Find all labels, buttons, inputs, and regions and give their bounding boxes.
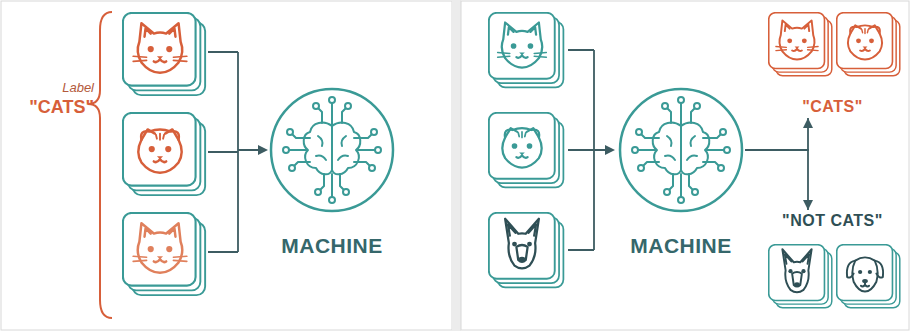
cat-icon [138, 129, 181, 172]
input-arrowhead [258, 145, 268, 155]
output-group: "NOT CATS" [760, 212, 905, 322]
image-tile [489, 113, 564, 188]
dog-icon [782, 249, 811, 292]
left-panel [1, 1, 452, 330]
machine-icon [617, 86, 745, 214]
output-group: "CATS" [760, 10, 905, 116]
image-tile [123, 113, 205, 195]
image-tile [489, 213, 564, 288]
cat-icon [502, 128, 541, 167]
image-tile [769, 13, 832, 76]
cat-icon [776, 21, 818, 60]
image-tile [837, 13, 900, 76]
output-arrow [745, 150, 813, 210]
right-panel [461, 1, 909, 330]
dog-icon [505, 219, 539, 269]
dog-icon [847, 257, 883, 291]
image-tile [769, 245, 832, 308]
label-caption: Label [10, 80, 94, 95]
image-tile [123, 213, 205, 295]
panel-divider [452, 0, 461, 331]
cat-icon [133, 223, 187, 273]
cat-icon [498, 23, 547, 68]
node-label: "NOT CATS" [782, 212, 883, 230]
input-wires [568, 50, 607, 250]
output-arrow [745, 118, 813, 150]
label-name: "CATS" [10, 97, 94, 118]
node-label: MACHINE [281, 234, 383, 258]
machine-node: MACHINE [268, 86, 396, 266]
label-bracket [88, 12, 112, 318]
node-label: MACHINE [630, 234, 732, 258]
machine-icon [268, 86, 396, 214]
input-wires [208, 52, 260, 252]
image-tile [489, 13, 564, 88]
input-arrowhead [605, 145, 615, 155]
image-tile [123, 13, 205, 95]
node-label: "CATS" [802, 98, 863, 116]
cat-icon [133, 23, 187, 73]
cat-icon [848, 25, 882, 59]
image-tile [837, 245, 900, 308]
machine-node: MACHINE [617, 86, 745, 266]
